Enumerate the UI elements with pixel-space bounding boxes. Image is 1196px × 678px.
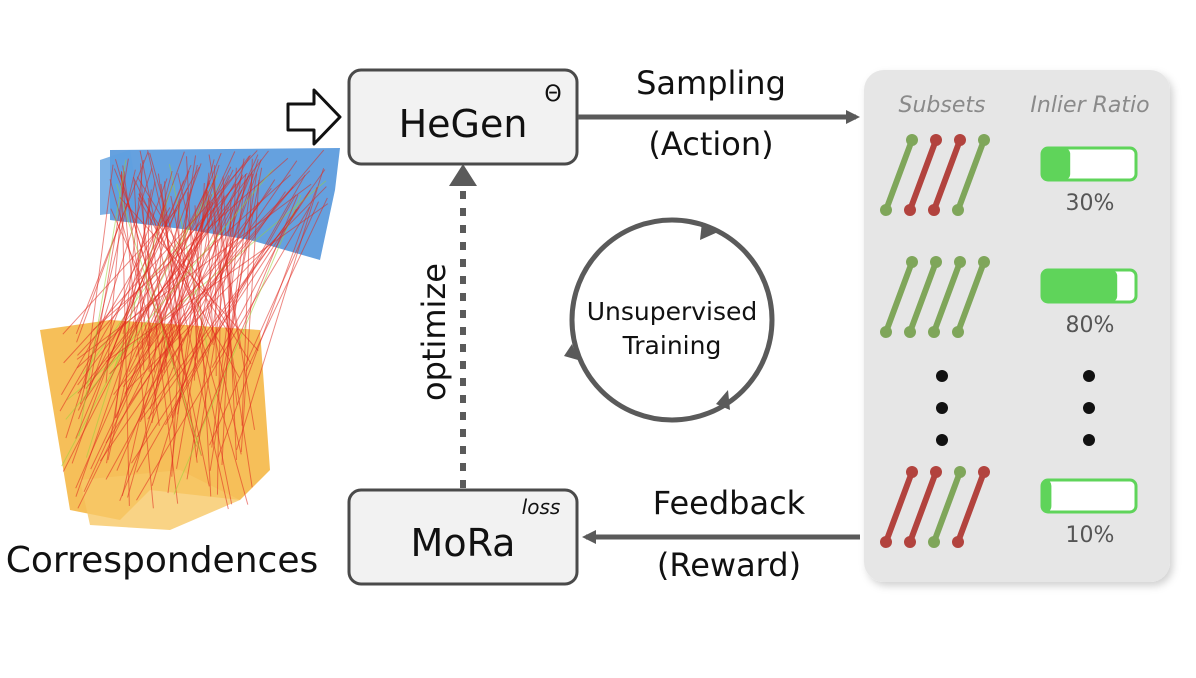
subsets-header: Subsets: [899, 93, 986, 118]
correspondence-red: [883, 469, 915, 545]
mora-label: MoRa: [411, 521, 516, 565]
correspondence-endpoint: [880, 536, 892, 548]
correspondence-endpoint: [880, 204, 892, 216]
point-cloud-illustration: [40, 148, 340, 530]
inlier-ratio-label: 80%: [1066, 313, 1115, 338]
mora-module: MoRa loss: [347, 488, 579, 586]
inlier-ratio-fill: [1042, 480, 1052, 512]
correspondence-endpoint: [978, 134, 990, 146]
correspondence-lines: [59, 149, 329, 510]
correspondence-green: [883, 137, 915, 213]
optimize-label: optimize: [415, 263, 453, 401]
correspondences-label: Correspondences: [6, 540, 318, 581]
action-label: (Action): [648, 125, 773, 163]
feedback-label: Feedback: [653, 484, 806, 522]
correspondence-endpoint: [904, 536, 916, 548]
correspondence-red: [931, 137, 963, 213]
correspondence-endpoint: [904, 204, 916, 216]
correspondence-green: [931, 469, 963, 545]
inlier-ratio-fill: [1042, 148, 1071, 180]
correspondence-endpoint: [952, 204, 964, 216]
cycle-arrow-icon: [700, 222, 718, 240]
subset-row: 30%: [880, 134, 1138, 216]
inlier-ratio-header: Inlier Ratio: [1030, 93, 1149, 118]
correspondence-red: [907, 469, 939, 545]
correspondence-endpoint: [930, 134, 942, 146]
reward-label: (Reward): [657, 546, 801, 584]
mora-loss: loss: [522, 495, 561, 519]
ellipsis-dots: [936, 370, 1095, 446]
inlier-ratio-label: 10%: [1066, 523, 1115, 548]
cycle-line1: Unsupervised: [587, 297, 758, 326]
correspondence-endpoint: [906, 466, 918, 478]
correspondence-red: [955, 469, 987, 545]
correspondence-endpoint: [880, 326, 892, 338]
hegen-module: HeGen Θ: [347, 68, 579, 166]
correspondence-green: [955, 259, 987, 335]
correspondence-endpoint: [954, 466, 966, 478]
correspondence-endpoint: [930, 256, 942, 268]
correspondence-endpoint: [954, 134, 966, 146]
correspondence-red: [907, 137, 939, 213]
hegen-theta: Θ: [544, 82, 561, 107]
correspondence-green: [955, 137, 987, 213]
correspondence-endpoint: [930, 466, 942, 478]
cycle-arrow-icon: [716, 390, 730, 410]
correspondence-green: [931, 259, 963, 335]
correspondence-endpoint: [952, 326, 964, 338]
correspondence-endpoint: [906, 134, 918, 146]
inlier-ratio-bar: [1040, 478, 1138, 514]
optimize-arrowhead: [449, 164, 477, 186]
correspondence-green: [907, 259, 939, 335]
correspondence-endpoint: [978, 256, 990, 268]
sampling-label: Sampling: [636, 64, 786, 102]
cycle-arrow-icon: [564, 344, 578, 360]
correspondence-endpoint: [906, 256, 918, 268]
correspondence-endpoint: [928, 204, 940, 216]
correspondence-endpoint: [952, 536, 964, 548]
correspondence-endpoint: [978, 466, 990, 478]
cycle-line2: Training: [622, 331, 722, 360]
inlier-ratio-fill: [1042, 270, 1118, 302]
correspondence-endpoint: [954, 256, 966, 268]
correspondence-endpoint: [928, 536, 940, 548]
input-arrow-icon: [286, 88, 342, 146]
correspondence-green: [883, 259, 915, 335]
correspondence-endpoint: [904, 326, 916, 338]
subsets-panel: Subsets Inlier Ratio 30% 80% 10%: [864, 70, 1170, 582]
hegen-label: HeGen: [399, 102, 528, 146]
subset-row: 80%: [880, 256, 1138, 338]
correspondence-endpoint: [928, 326, 940, 338]
inlier-ratio-label: 30%: [1066, 191, 1115, 216]
training-cycle: Unsupervised Training: [564, 217, 775, 423]
subset-row: 10%: [880, 466, 1138, 548]
